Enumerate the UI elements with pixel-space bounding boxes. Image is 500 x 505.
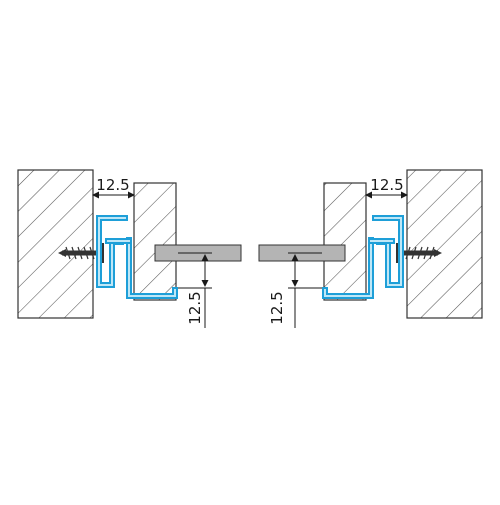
right-gap-dimension: 12.5 (365, 176, 408, 199)
left-depth-dimension: 12.5 (178, 252, 212, 328)
right-profile (322, 215, 404, 299)
left-gap-label: 12.5 (96, 176, 129, 194)
left-profile (96, 215, 178, 299)
right-wall-block (406, 169, 483, 319)
right-assembly: 12.5 12.5 (258, 169, 483, 328)
left-wall-block (17, 169, 94, 319)
left-depth-label: 12.5 (186, 291, 204, 324)
left-door-panel (133, 182, 177, 301)
left-assembly: 12.5 12.5 (17, 169, 242, 328)
left-gap-dimension: 12.5 (92, 176, 135, 199)
right-depth-dimension: 12.5 (268, 252, 322, 328)
right-depth-label: 12.5 (268, 291, 286, 324)
right-door-panel (323, 182, 367, 301)
right-gap-label: 12.5 (370, 176, 403, 194)
